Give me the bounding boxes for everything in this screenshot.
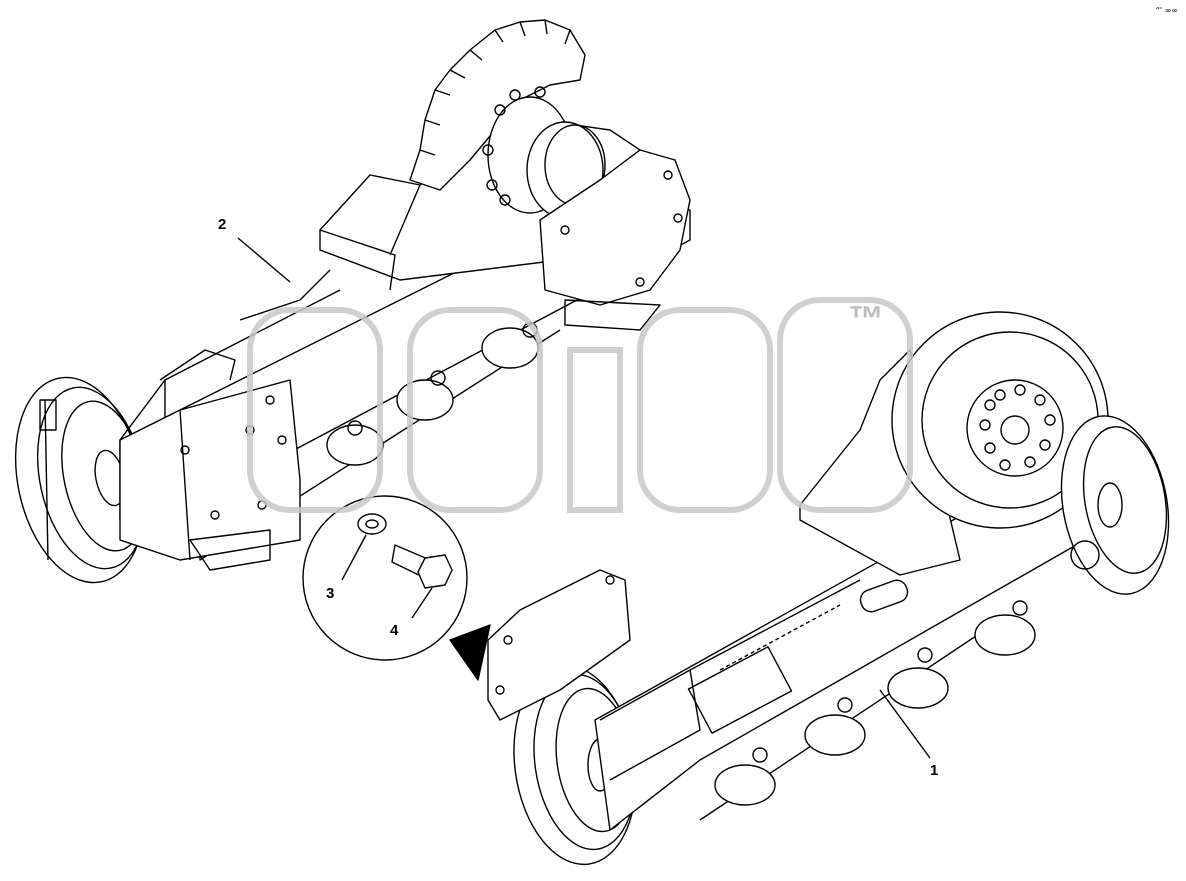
watermark-logo bbox=[247, 297, 913, 513]
detail-circle bbox=[302, 495, 491, 681]
corner-mark: “' ∞∞ bbox=[1155, 6, 1178, 15]
rear-idler-wheel-right bbox=[1060, 415, 1170, 595]
rollers-right bbox=[714, 600, 1036, 806]
washer bbox=[357, 513, 387, 535]
leader-line-2 bbox=[237, 237, 291, 283]
detail-pointer-arrow bbox=[449, 624, 491, 681]
leader-line-1 bbox=[879, 689, 931, 759]
callout-label-2: 2 bbox=[218, 216, 227, 233]
trademark-symbol: ™ bbox=[848, 298, 884, 339]
track-frame-2 bbox=[14, 19, 691, 584]
front-plate-left bbox=[119, 379, 301, 571]
callout-label-1: 1 bbox=[930, 762, 939, 779]
rear-plate-left bbox=[539, 149, 691, 331]
idler-bracket-right bbox=[487, 569, 631, 721]
callout-label-4: 4 bbox=[390, 622, 399, 639]
bolt bbox=[391, 544, 453, 589]
callout-label-3: 3 bbox=[326, 585, 335, 602]
track-frame-1 bbox=[487, 311, 1170, 866]
